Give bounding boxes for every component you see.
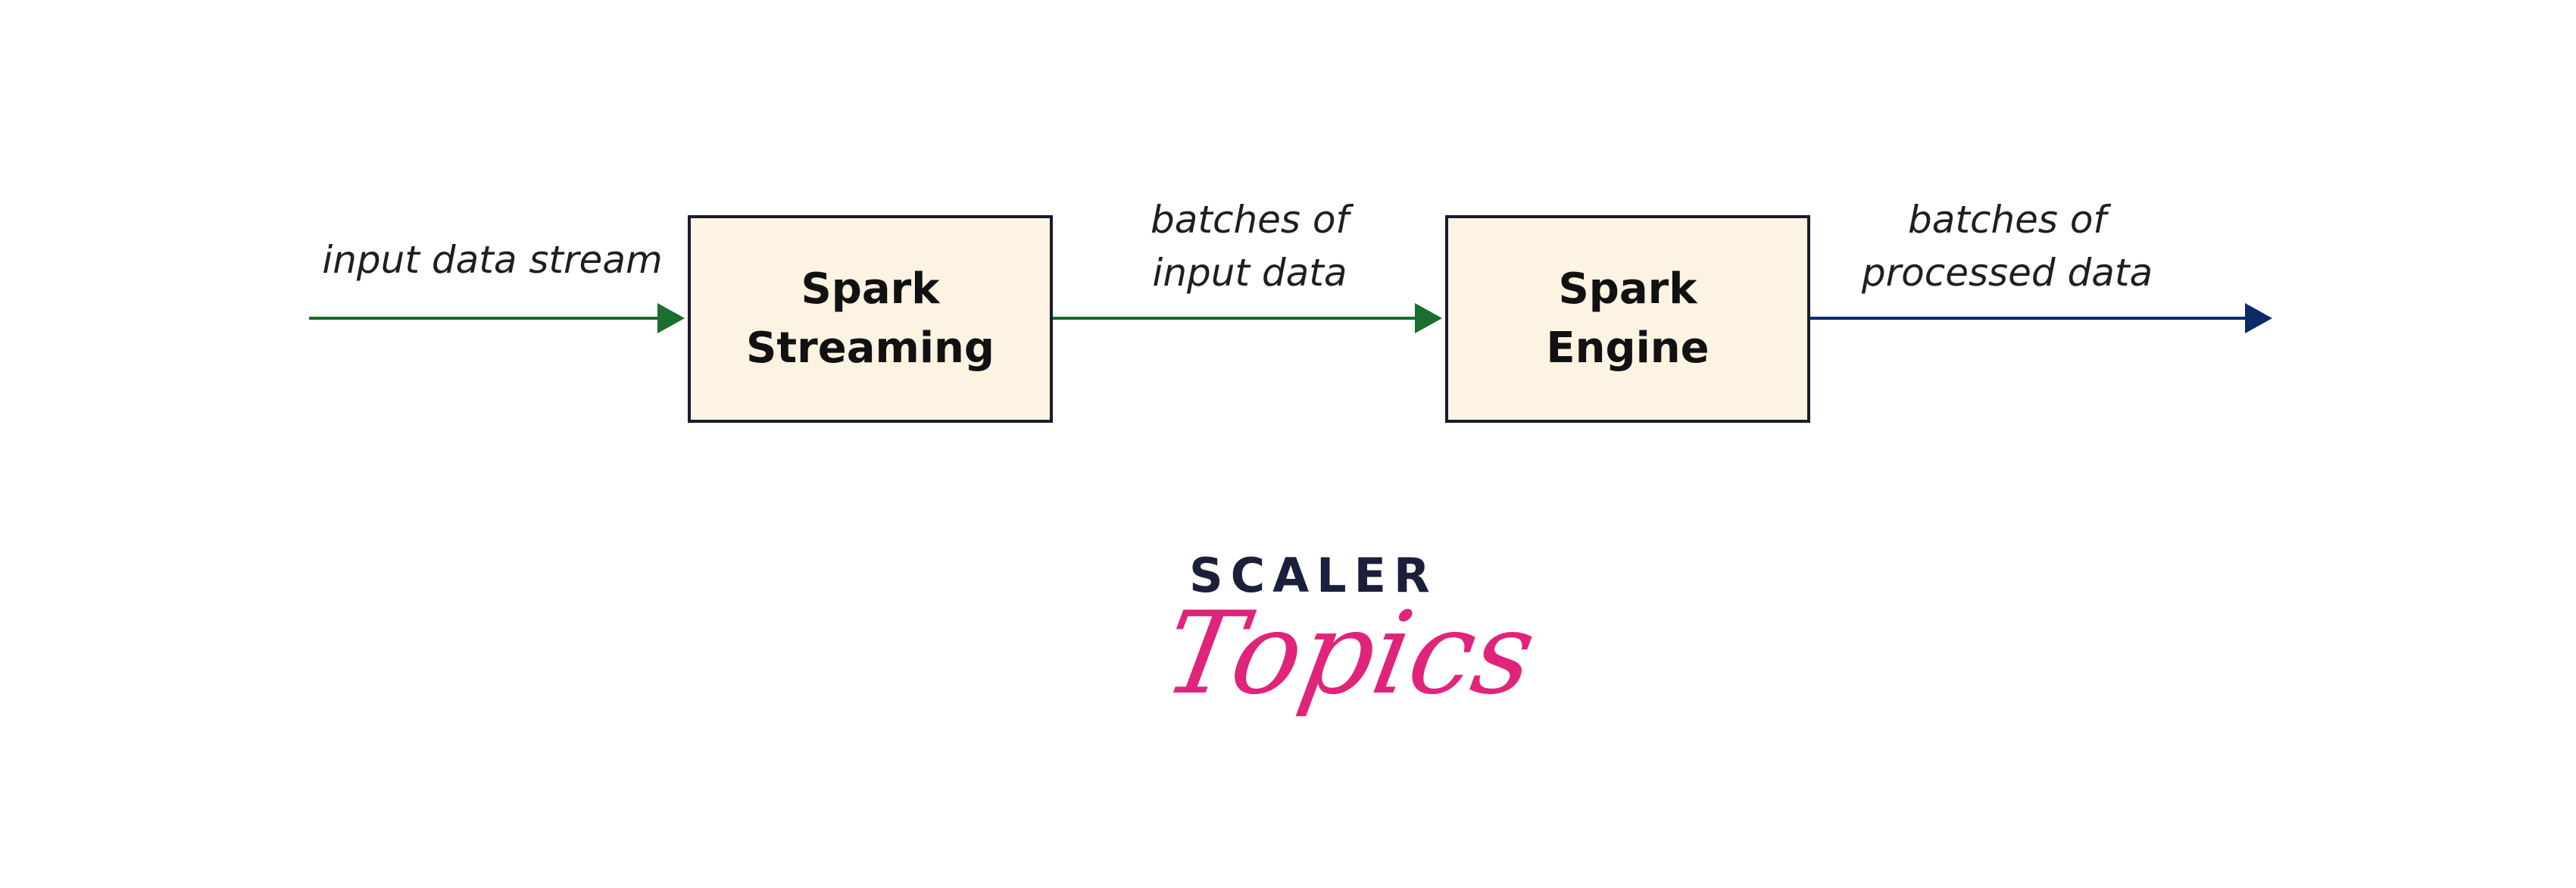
arrowhead-icon bbox=[2245, 303, 2272, 333]
out-label-line1: batches of bbox=[1907, 198, 2107, 242]
spark-engine-title: Spark Engine bbox=[1546, 260, 1709, 378]
mid-label: batches of input data bbox=[1053, 193, 1447, 299]
scaler-topics-logo: SCALER Topics bbox=[1091, 546, 1545, 743]
spark-streaming-line2: Streaming bbox=[746, 324, 994, 373]
mid-label-line1: batches of bbox=[1150, 198, 1350, 242]
spark-streaming-box: Spark Streaming bbox=[688, 215, 1053, 423]
processed-arrow bbox=[1810, 303, 2272, 333]
out-label-line2: processed data bbox=[1861, 251, 2153, 295]
spark-engine-line1: Spark bbox=[1558, 264, 1697, 314]
spark-engine-box: Spark Engine bbox=[1445, 215, 1810, 423]
spark-engine-line2: Engine bbox=[1546, 324, 1710, 373]
spark-streaming-title: Spark Streaming bbox=[746, 260, 994, 378]
mid-label-line2: input data bbox=[1152, 251, 1347, 295]
out-label: batches of processed data bbox=[1810, 193, 2204, 299]
spark-streaming-line1: Spark bbox=[801, 264, 940, 314]
arrowhead-icon bbox=[657, 303, 685, 333]
logo-topics-text: Topics bbox=[1154, 588, 1545, 720]
arrowhead-icon bbox=[1415, 303, 1442, 333]
input-stream-label: input data stream bbox=[322, 238, 663, 282]
input-arrow bbox=[309, 303, 685, 333]
batches-arrow bbox=[1053, 303, 1442, 333]
